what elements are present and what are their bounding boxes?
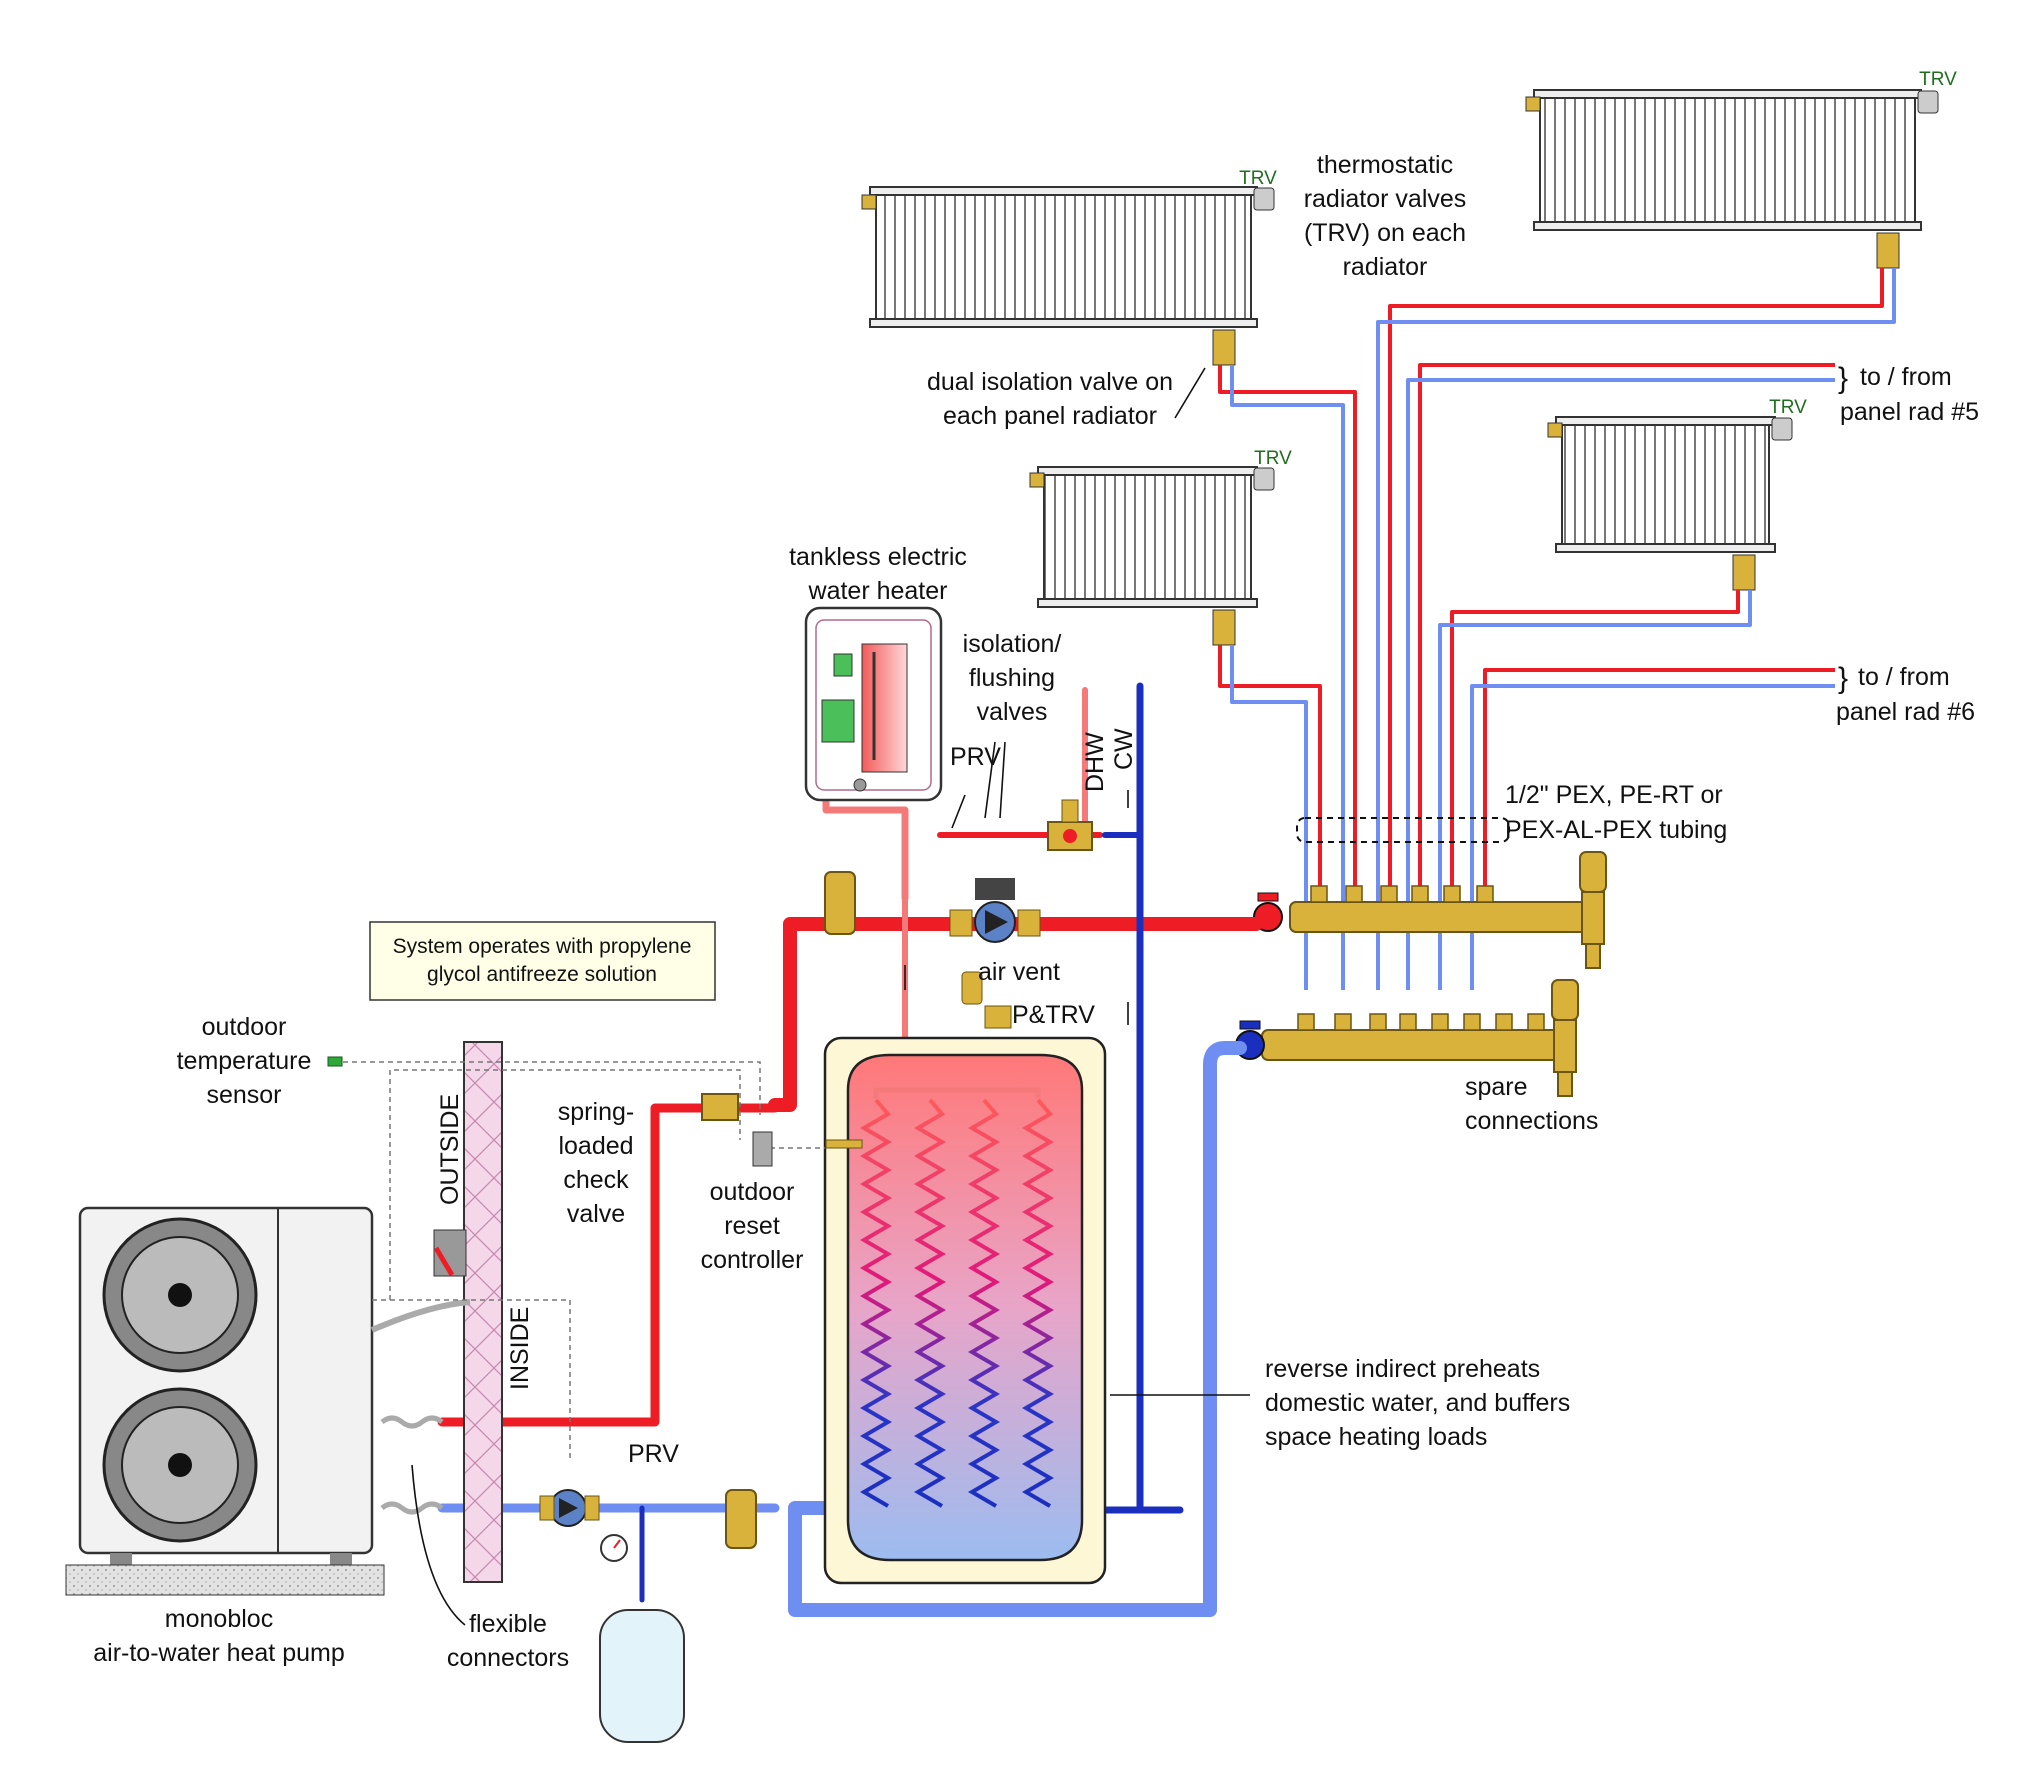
svg-text:reset: reset [724,1212,780,1240]
svg-text:check: check [563,1166,629,1194]
svg-text:flushing: flushing [969,664,1055,692]
svg-text:glycol antifreeze solution: glycol antifreeze solution [427,963,657,986]
svg-text:panel rad #5: panel rad #5 [1840,398,1979,426]
glycol-note: System operates with propylene glycol an… [393,935,692,986]
svg-text:spare: spare [1465,1073,1528,1101]
svg-text:outdoor: outdoor [202,1013,287,1041]
pressure-gauge [600,1534,628,1562]
trv-label-4: TRV [1769,397,1807,418]
dual-isolation-callout: dual isolation valve on each panel radia… [927,368,1173,430]
reset-controller-box [752,1131,773,1167]
radiator-4 [1547,416,1793,591]
svg-text:connectors: connectors [447,1644,569,1672]
air-vent-label: air vent [978,958,1060,986]
radiator-1 [861,186,1275,366]
ptrv-label: P&TRV [1012,1001,1095,1029]
tubing-callout-bracket [1296,817,1510,843]
svg-text:domestic water, and buffers: domestic water, and buffers [1265,1389,1570,1417]
manifold-ports [1297,885,1545,1031]
svg-text:water heater: water heater [808,577,948,605]
air-separator [824,871,856,935]
radiator-piping [1218,268,1896,990]
storage-tank [823,1036,1107,1585]
svg-text:(TRV) on each: (TRV) on each [1304,219,1466,247]
svg-text:reverse indirect preheats: reverse indirect preheats [1265,1355,1540,1383]
svg-text:}: } [1838,662,1848,695]
control-wiring [343,1061,825,1462]
svg-text:valve: valve [567,1200,625,1228]
heat-pump-unit [65,1206,385,1596]
svg-text:}: } [1838,362,1848,395]
return-manifold [1235,979,1579,1097]
svg-text:to / from: to / from [1860,363,1952,391]
check-valve-label: spring- loaded check valve [558,1098,634,1228]
svg-text:radiator valves: radiator valves [1304,185,1467,213]
trv-label-3: TRV [1254,448,1292,469]
panel-rad-6-label: } to / from panel rad #6 [1836,662,1975,726]
dirt-separator [725,1489,757,1549]
heat-pump-label: monobloc air-to-water heat pump [93,1605,345,1667]
svg-text:sensor: sensor [206,1081,281,1109]
wall-insulation [370,1041,503,1583]
pex-tubing-label: 1/2" PEX, PE-RT or PEX-AL-PEX tubing [1505,781,1727,844]
cw-label: CW [1110,728,1138,770]
svg-text:air-to-water heat pump: air-to-water heat pump [93,1639,345,1667]
svg-text:valves: valves [977,698,1048,726]
outdoor-sensor-label: outdoor temperature sensor [177,1013,312,1109]
radiator-2 [1525,89,1939,269]
svg-text:outdoor: outdoor [710,1178,795,1206]
prv-label-lower: PRV [628,1440,679,1468]
svg-text:PEX-AL-PEX tubing: PEX-AL-PEX tubing [1505,816,1727,844]
svg-text:space heating loads: space heating loads [1265,1423,1487,1451]
spare-connections-label: spare connections [1465,1073,1598,1135]
prv-label-upper: PRV [950,743,1001,771]
reverse-indirect-label: reverse indirect preheats domestic water… [1265,1355,1570,1451]
radiator-3 [1029,466,1275,646]
svg-text:System operates with propylene: System operates with propylene [393,935,692,958]
isolation-flushing-label: isolation/ flushing valves [963,630,1062,726]
svg-text:thermostatic: thermostatic [1317,151,1453,179]
flexible-connectors-label: flexible connectors [447,1610,569,1672]
tankless-water-heater [804,606,943,802]
svg-text:isolation/: isolation/ [963,630,1062,658]
svg-text:temperature: temperature [177,1047,312,1075]
supply-manifold [1253,851,1607,969]
dhw-label: DHW [1081,732,1109,792]
svg-text:to / from: to / from [1858,663,1950,691]
svg-text:flexible: flexible [469,1610,547,1638]
svg-text:each panel radiator: each panel radiator [943,402,1157,430]
trv-callout: thermostatic radiator valves (TRV) on ea… [1304,151,1467,281]
check-valve [701,1093,739,1121]
svg-text:connections: connections [1465,1107,1598,1135]
reset-controller-label: outdoor reset controller [701,1178,804,1274]
trv-label-1: TRV [1239,168,1277,189]
inside-label: INSIDE [506,1307,534,1390]
circulator-pump [949,878,1041,943]
svg-text:panel rad #6: panel rad #6 [1836,698,1975,726]
leader-lines [411,367,1250,1626]
outside-label: OUTSIDE [436,1094,464,1205]
glycol-note-box [369,921,716,1001]
svg-text:spring-: spring- [558,1098,634,1126]
outdoor-sensor [327,1056,343,1067]
svg-text:tankless electric: tankless electric [789,543,967,571]
flexible-connectors [380,1415,444,1515]
expansion-tank [599,1609,685,1743]
tankless-label: tankless electric water heater [789,543,967,605]
air-vent [961,971,983,1005]
return-circulator [539,1489,600,1527]
svg-text:dual isolation valve on: dual isolation valve on [927,368,1173,396]
panel-rad-5-label: } to / from panel rad #5 [1838,362,1979,426]
svg-text:loaded: loaded [558,1132,633,1160]
ptrv-valve [984,1005,1012,1029]
svg-text:radiator: radiator [1343,253,1428,281]
svg-text:1/2" PEX, PE-RT or: 1/2" PEX, PE-RT or [1505,781,1723,809]
mixing-valve [1047,799,1093,851]
svg-text:monobloc: monobloc [165,1605,273,1633]
svg-text:controller: controller [701,1246,804,1274]
trv-label-2: TRV [1919,69,1957,90]
